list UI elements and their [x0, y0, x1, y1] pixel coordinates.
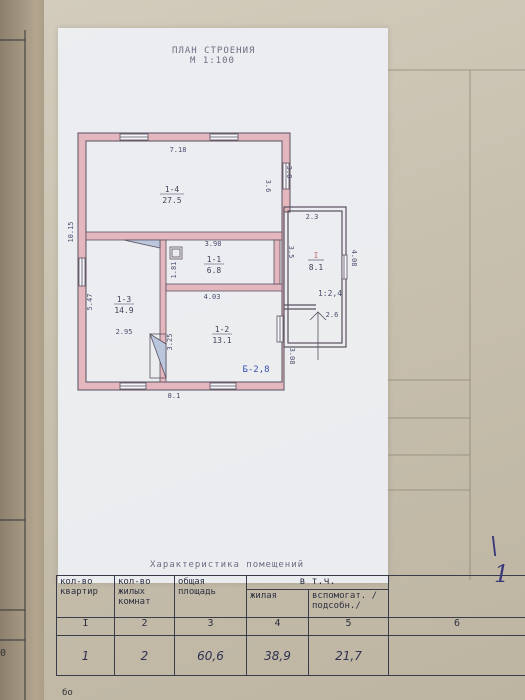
dimension: 3.08 [288, 348, 296, 365]
dimension: 7.18 [170, 146, 187, 154]
room-label: 1-1 [207, 255, 222, 264]
value-total-area: 60,6 [174, 635, 247, 676]
lit-label: Б-2,8 [242, 365, 269, 375]
col-number: I [56, 617, 115, 636]
dimension: 8.1 [168, 392, 181, 400]
room-area: 6.8 [207, 266, 222, 275]
dimension: 5.47 [86, 294, 94, 311]
main-house-walls [77, 132, 291, 391]
header-apartments: кол-во квартир [56, 575, 115, 618]
col-number: 3 [174, 617, 247, 636]
col-number: 2 [114, 617, 175, 636]
header-total-area: общая площадь [174, 575, 247, 618]
table-caption: Характеристика помещений [150, 560, 305, 570]
room-area: 8.1 [309, 263, 324, 272]
dimension: 2.3 [306, 213, 319, 221]
header-empty [388, 575, 525, 618]
dimension: 3.6 [264, 180, 272, 193]
windows [78, 133, 348, 390]
dimension: 1.81 [170, 262, 178, 279]
room-area: 13.1 [212, 336, 231, 345]
dimension: 3.25 [166, 334, 174, 351]
col-number: 6 [388, 617, 525, 636]
value-living-rooms: 2 [114, 635, 175, 676]
extension-walls [283, 206, 347, 348]
value-empty [388, 635, 525, 676]
header-living-rooms: кол-во жилых комнат [114, 575, 175, 618]
room-label: 1-4 [165, 185, 180, 194]
side-number: бо [62, 688, 73, 698]
margin-mark: 1 [494, 560, 510, 588]
dimension: 10.15 [67, 221, 75, 242]
plan-scale: М 1:100 [190, 56, 235, 66]
dimension-labels: 7.18 3.0 3.6 3.5 3.08 10.15 5.47 3.98 4.… [67, 146, 358, 400]
value-apartments: 1 [56, 635, 115, 676]
room-label: 1-3 [117, 295, 132, 304]
room-labels: 1-4 27.5 1-1 6.8 1-3 14.9 1-2 13.1 I 8.1 [114, 185, 324, 345]
dimension: 3.0 [285, 166, 293, 179]
dimension: 2.95 [116, 328, 133, 336]
header-auxiliary: вспомогат. /подсобн./ [308, 589, 389, 618]
interior-walls [85, 231, 283, 383]
col-number: 5 [308, 617, 389, 636]
premises-table: кол-во квартир кол-во жилых комнат общая… [56, 575, 525, 700]
room-area: 27.5 [162, 196, 181, 205]
tracing-paper-sheet [58, 28, 388, 583]
plan-title: ПЛАН СТРОЕНИЯ [172, 46, 256, 56]
dimension: 4.03 [204, 293, 221, 301]
room-label: 1-2 [215, 325, 230, 334]
dimension: 3.98 [205, 240, 222, 248]
col-number: 4 [246, 617, 309, 636]
header-living: жилая [246, 589, 309, 618]
room-area: 14.9 [114, 306, 133, 315]
value-living: 38,9 [246, 635, 309, 676]
paper-rule-lines [388, 69, 525, 580]
margin-mark: \ [490, 532, 499, 560]
dimension: 3.5 [287, 246, 295, 259]
header-incl: в т.ч. [246, 575, 389, 590]
dimension: 4.08 [350, 250, 358, 267]
side-number: 0 [0, 648, 7, 659]
fixtures [123, 239, 327, 379]
dimension: 1:2,4 [318, 289, 342, 298]
room-label: I [314, 251, 319, 260]
underlying-sheet-lines [0, 30, 26, 700]
value-auxiliary: 21,7 [308, 635, 389, 676]
dimension: 2.6 [326, 311, 339, 319]
